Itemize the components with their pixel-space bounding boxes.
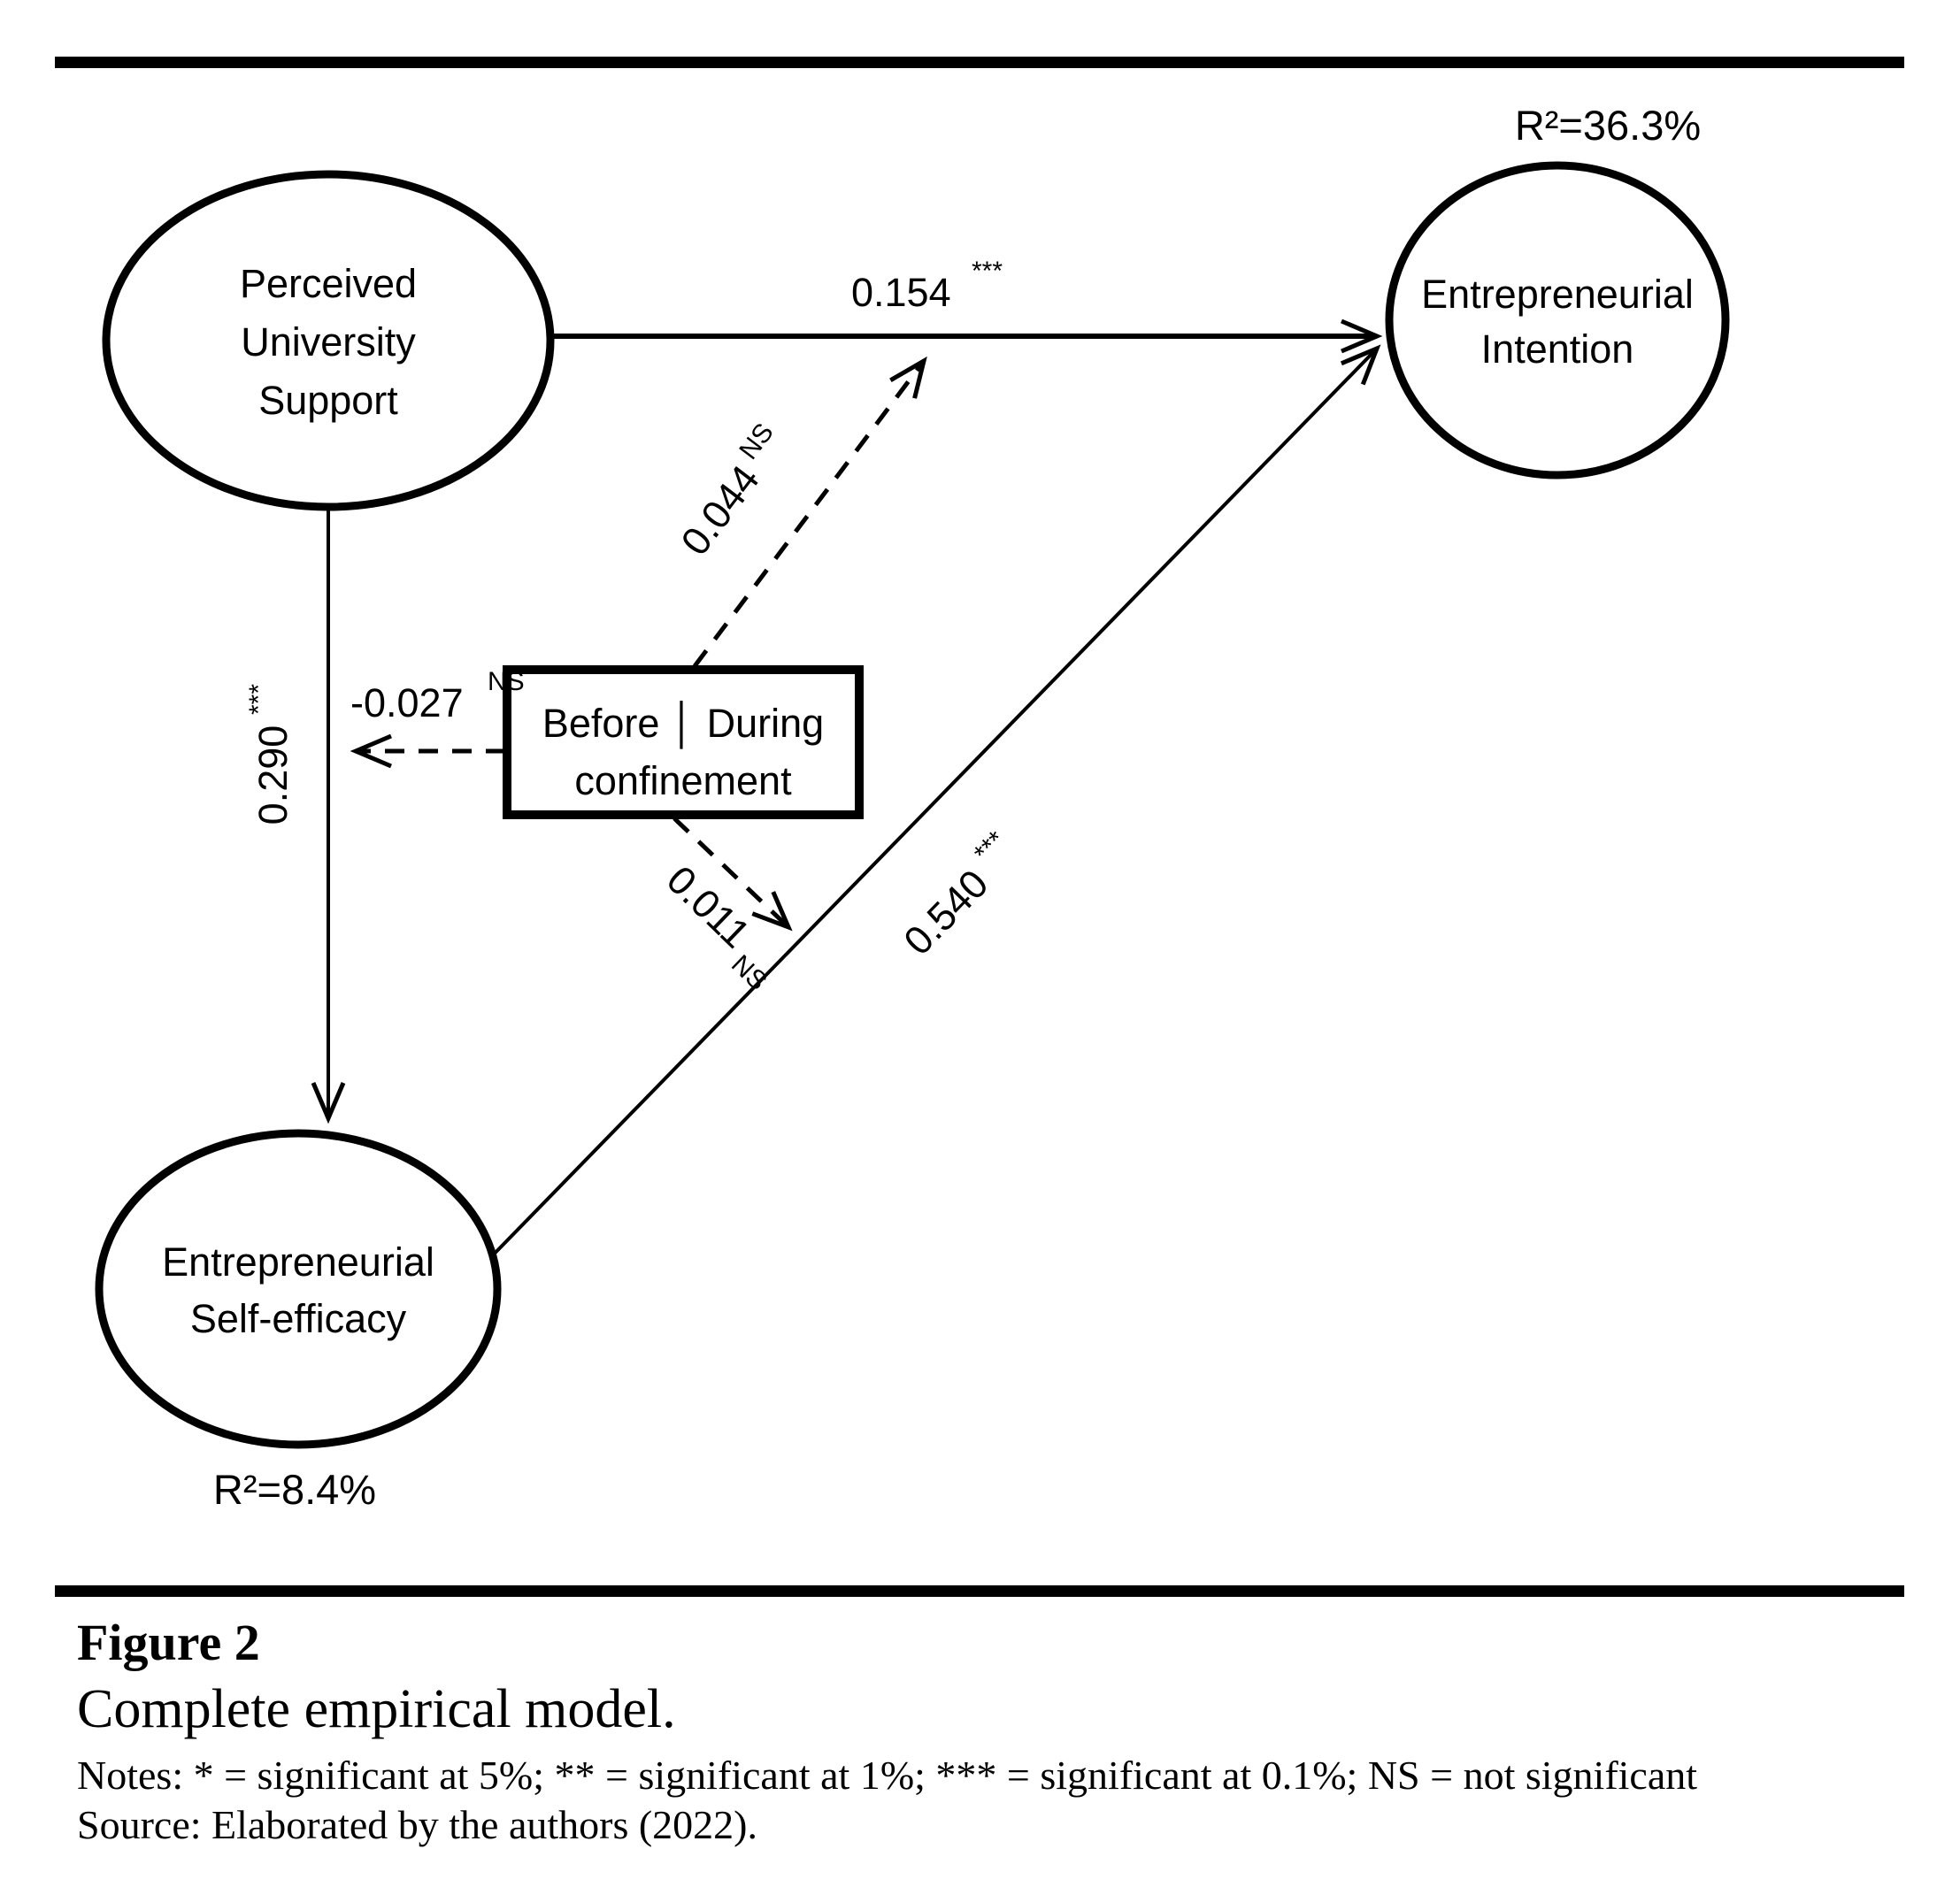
caption-figure-label: Figure 2 [77,1614,260,1671]
coefficient-ese-ei-significance: *** [969,825,1011,868]
coefficient-mod-pus-ei: 0.044 [672,456,768,564]
coefficient-pus-ese-group: 0.290 *** [244,684,296,825]
bottom-rule [55,1585,1904,1597]
node-perceived-university-support [102,170,555,511]
pus-label-line2: University [241,319,416,364]
coefficient-mod-ese-ei-group: 0.011 NS [658,857,772,996]
coefficient-pus-ese: 0.290 [250,725,296,825]
coefficient-mod-pus-ei-significance: NS [734,418,779,464]
node-entrepreneurial-self-efficacy [95,1129,502,1449]
coefficient-mod-pus-ei-group: 0.044 NS [672,418,779,564]
coefficient-mod-pus-ese: -0.027 [350,680,464,725]
coefficient-pus-ei-significance: *** [972,257,1003,286]
coefficient-ese-ei: 0.540 [895,861,996,963]
moderator-label-line2: confinement [574,758,792,803]
coefficient-mod-ese-ei-significance: NS [726,949,772,996]
ei-label-line2: Intention [1481,326,1634,372]
coefficient-pus-ese-significance: *** [244,684,273,715]
caption-source: Source: Elaborated by the authors (2022)… [77,1802,757,1847]
ese-label-line1: Entrepreneurial [162,1239,434,1285]
moderation-ese-ei-dashed-arrow [673,817,793,932]
top-rule [55,57,1904,68]
r2-label-self-efficacy: R²=8.4% [213,1466,376,1513]
caption-notes: Notes: * = significant at 5%; ** = signi… [77,1753,1697,1798]
r2-label-intention: R²=36.3% [1515,102,1701,149]
pus-label-line1: Perceived [240,261,417,306]
ese-label-line2: Self-efficacy [190,1296,407,1341]
pus-label-line3: Support [258,378,398,423]
ei-label-line1: Entrepreneurial [1421,272,1694,317]
moderator-label-line1: Before │ During [542,701,824,749]
path-ese-to-ei-arrow [483,344,1381,1265]
moderation-pus-ei-dashed-arrow [693,356,927,668]
coefficient-mod-ese-ei: 0.011 [658,857,759,957]
coefficient-ese-ei-group: 0.540 *** [895,825,1011,963]
node-entrepreneurial-intention [1385,161,1730,480]
coefficient-mod-pus-ese-significance: NS [488,667,525,696]
moderator-box [503,665,864,819]
caption-figure-title: Complete empirical model. [77,1679,676,1739]
coefficient-pus-ei: 0.154 [851,270,951,315]
